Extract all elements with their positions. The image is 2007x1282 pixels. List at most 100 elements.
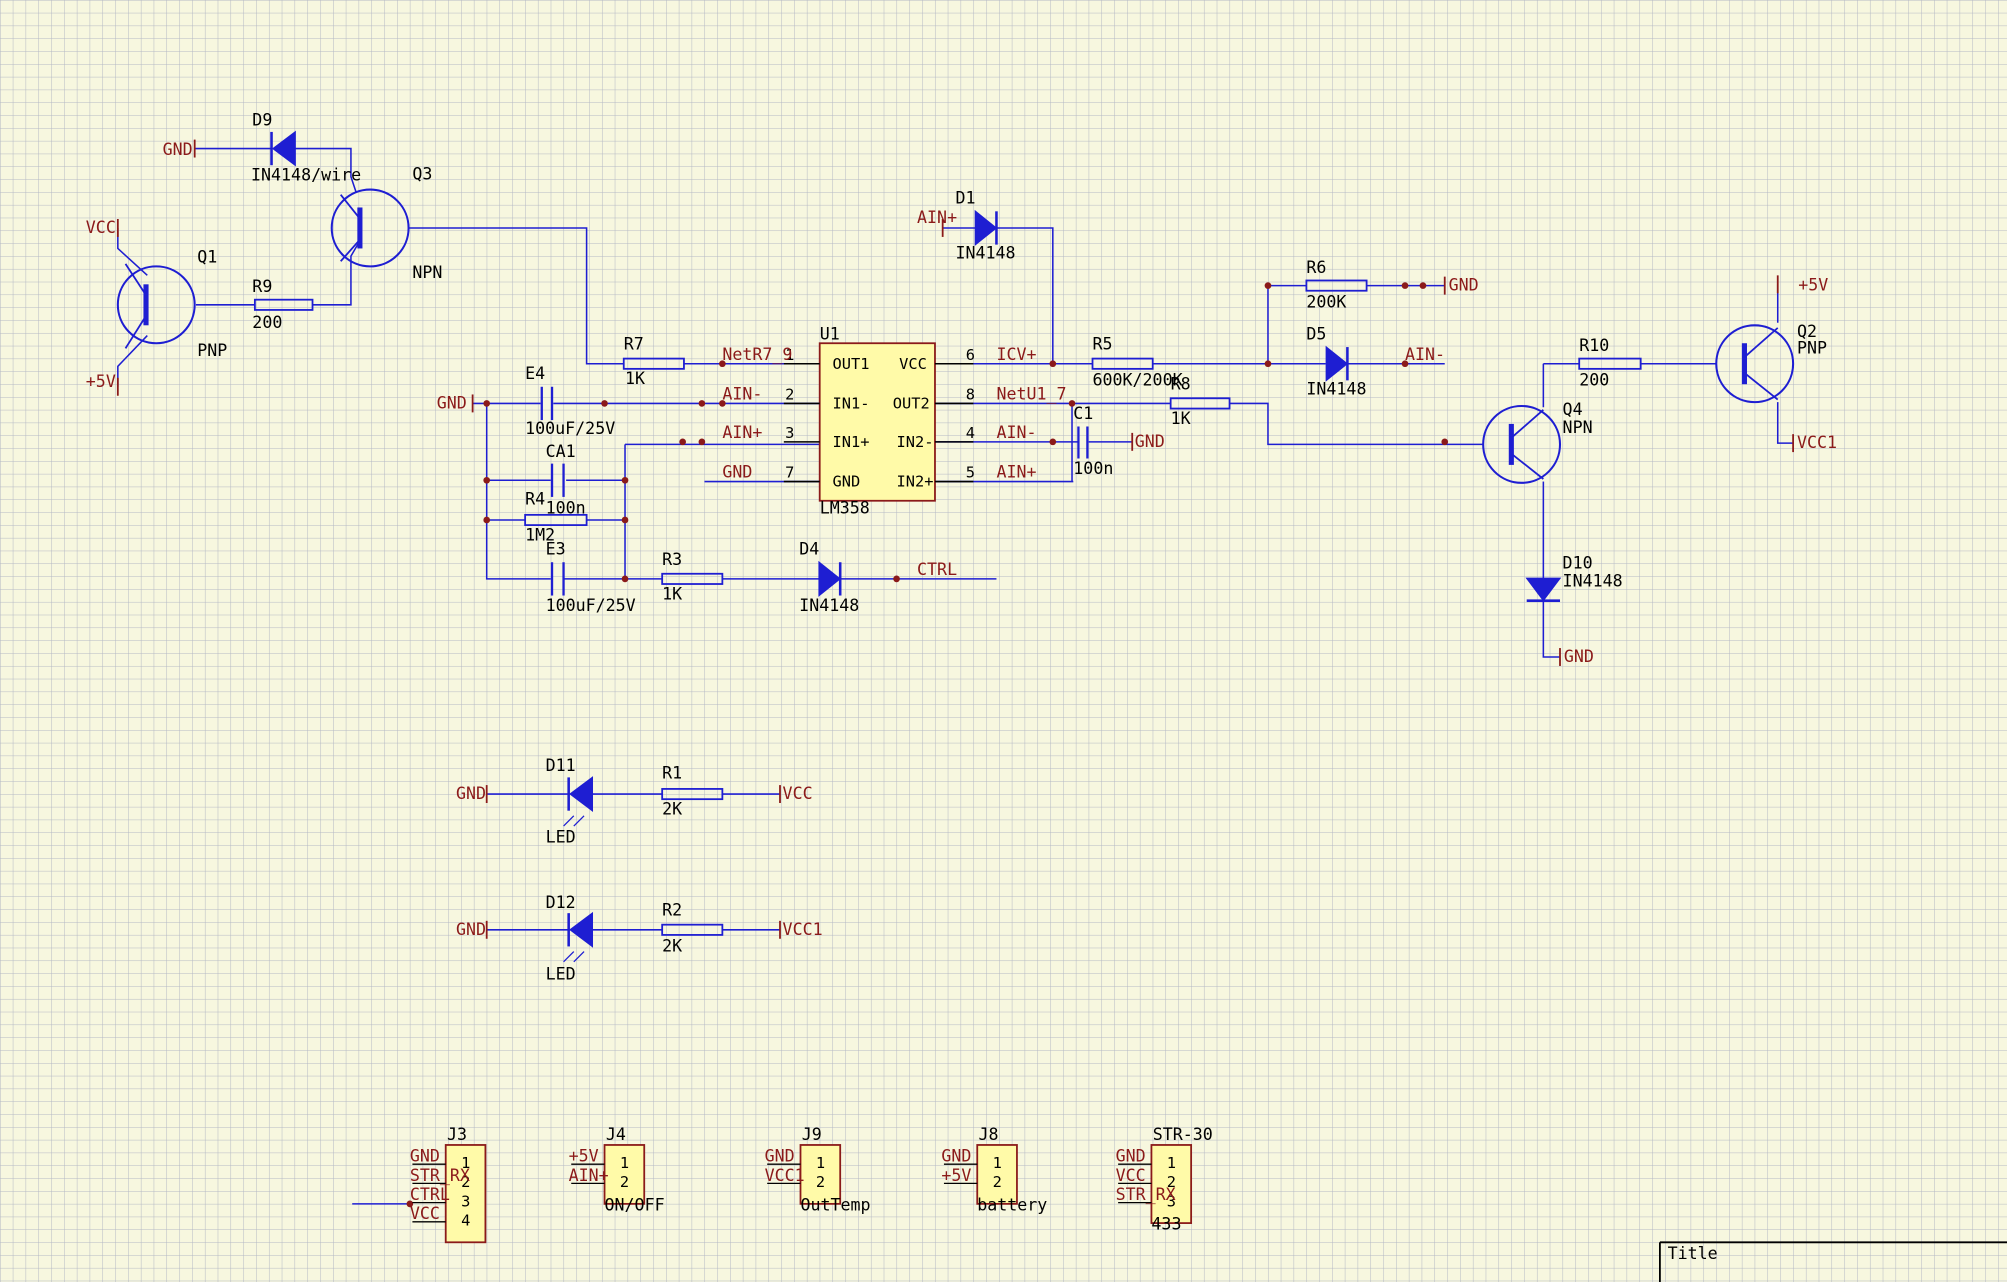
connector-ref: STR-30	[1153, 1125, 1213, 1144]
connector-value: battery	[977, 1195, 1047, 1214]
gnd-label: GND	[722, 463, 752, 482]
r6-value: 200K	[1306, 292, 1346, 311]
ic-pin-name: IN2+	[897, 473, 934, 491]
connector-body	[444, 1144, 487, 1244]
junctions	[406, 282, 1449, 1208]
netu1-label: NetU1_7	[996, 385, 1066, 404]
connector-pin: 3	[1167, 1192, 1176, 1210]
connector-net-label: AIN+	[569, 1166, 609, 1185]
ic-pin-name: IN2-	[897, 433, 934, 451]
connector-pin: 4	[461, 1212, 470, 1230]
c1-ref: C1	[1073, 404, 1093, 423]
connector-pin: 2	[1167, 1173, 1176, 1191]
ic-part: LM358	[820, 499, 870, 518]
connector-net-label: CTRL	[410, 1185, 450, 1204]
r1-ref: R1	[662, 764, 682, 783]
ic-ref: U1	[820, 324, 840, 343]
connector-body	[1150, 1144, 1193, 1224]
connector-ref: J9	[802, 1125, 822, 1144]
ain-plus-label: AIN+	[996, 463, 1036, 482]
connector-pin: 1	[620, 1154, 629, 1172]
connector-net-label: VCC	[410, 1204, 440, 1223]
p5v-label: +5V	[1798, 276, 1828, 295]
connector-pin: 2	[816, 1173, 825, 1191]
r7-ref: R7	[624, 335, 644, 354]
gnd-label: GND	[163, 140, 193, 159]
q4-value: NPN	[1563, 418, 1593, 437]
led-arrows	[563, 815, 585, 963]
connector-net-label: GND	[941, 1147, 971, 1166]
connector-pin: 1	[1167, 1154, 1176, 1172]
d9-value: IN4148/wire	[251, 166, 361, 185]
d1-value: IN4148	[955, 244, 1015, 263]
d5-ref: D5	[1306, 324, 1326, 343]
connector-net-label: GND	[410, 1147, 440, 1166]
r8-value: 1K	[1171, 409, 1191, 428]
d9-ref: D9	[252, 111, 272, 130]
r6-ref: R6	[1306, 258, 1326, 277]
e3-value: 100uF/25V	[546, 596, 636, 615]
gnd-label: GND	[437, 394, 467, 413]
net-labels: GND VCC +5V GND NetR7_9 AIN- AIN+ GND AI…	[86, 140, 1837, 939]
icv-label: ICV+	[996, 345, 1036, 364]
r2-value: 2K	[662, 937, 682, 956]
power-ports	[116, 139, 1795, 939]
gnd-label: GND	[456, 920, 486, 939]
q3-value: NPN	[412, 263, 442, 282]
ain-minus-label: AIN-	[996, 423, 1036, 442]
connector-body	[799, 1144, 842, 1205]
ain-plus-label: AIN+	[917, 208, 957, 227]
r4-value: 1M2	[525, 525, 555, 544]
e4-value: 100uF/25V	[525, 419, 615, 438]
diodes	[270, 130, 1562, 948]
r10-ref: R10	[1579, 336, 1609, 355]
gnd-label: GND	[1449, 276, 1479, 295]
r5-ref: R5	[1093, 335, 1113, 354]
r2-ref: R2	[662, 901, 682, 920]
d10-value: IN4148	[1563, 572, 1623, 591]
ain-minus-label: AIN-	[722, 385, 762, 404]
ain-plus-label: AIN+	[722, 423, 762, 442]
wires	[117, 147, 1794, 1205]
ic-pin-num: 3	[785, 424, 794, 442]
d10-ref: D10	[1563, 554, 1593, 573]
connectors: J31GND2STR_RX3CTRL4VCCJ4ON/OFF1+5V2AIN+J…	[410, 1125, 1213, 1244]
r3-ref: R3	[662, 550, 682, 569]
connector-ref: J8	[979, 1125, 999, 1144]
r3-value: 1K	[662, 584, 682, 603]
vcc-label: VCC	[783, 784, 813, 803]
p5v-label: +5V	[86, 372, 116, 391]
d5-value: IN4148	[1306, 379, 1366, 398]
d11-ref: D11	[546, 756, 576, 775]
ic-pin-num: 2	[785, 386, 794, 404]
connector-net-label: GND	[1116, 1147, 1146, 1166]
connector-body	[603, 1144, 646, 1205]
ic-pin-num: 4	[966, 424, 975, 442]
title-block: Title	[1659, 1241, 2007, 1282]
r7-value: 1K	[625, 369, 645, 388]
ic-pin-num: 1	[785, 346, 794, 364]
q2-ref: Q2	[1797, 322, 1817, 341]
connector-net-label: GND	[765, 1147, 795, 1166]
connector-ref: J4	[606, 1125, 626, 1144]
d11-value: LED	[546, 828, 576, 847]
ic-pin-name: IN1+	[833, 433, 870, 451]
connector-ref: J3	[447, 1125, 467, 1144]
r8-ref: R8	[1171, 374, 1191, 393]
ic-pin-num: 5	[966, 464, 975, 482]
vcc-label: VCC	[86, 218, 116, 237]
d4-value: IN4148	[799, 596, 859, 615]
gnd-label: GND	[456, 784, 486, 803]
ctrl-label: CTRL	[917, 560, 957, 579]
connector-value: OutTemp	[800, 1195, 870, 1214]
connector-net-label: STR_RX	[1116, 1185, 1176, 1204]
r4-ref: R4	[525, 490, 545, 509]
vcc1-label: VCC1	[1797, 433, 1837, 452]
q4-ref: Q4	[1563, 400, 1583, 419]
q3-ref: Q3	[412, 164, 432, 183]
resistors	[253, 279, 1642, 936]
